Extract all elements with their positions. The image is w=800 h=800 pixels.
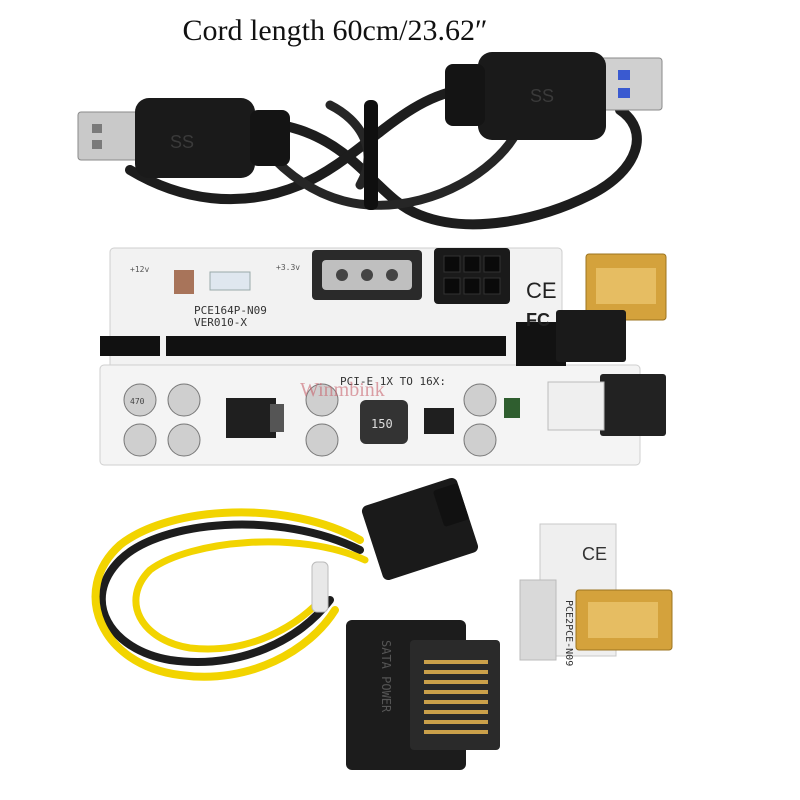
sata-power-connector: SATA POWER	[346, 620, 500, 770]
usb-plug-left: SS	[77, 98, 290, 178]
cable-tie	[364, 100, 378, 210]
v12-label: +12v	[130, 265, 149, 274]
eight-pin-connector	[361, 478, 479, 580]
cord-length-caption: Cord length 60cm/23.62″	[182, 14, 488, 47]
v33-label: +3.3v	[276, 263, 300, 272]
cable-tie-white	[311, 561, 329, 613]
sata-power-label: SATA POWER	[379, 640, 393, 713]
usb-ss-symbol-left: SS	[170, 132, 194, 152]
capacitor-group-middle	[305, 383, 339, 457]
sata-to-6pin-cable	[91, 508, 369, 681]
riser-board: +12v +3.3v PCE164P-N09 VER010-X PCI-E 1X…	[99, 247, 667, 466]
inductor-code: 150	[371, 417, 393, 431]
side-power-connector	[600, 374, 666, 436]
board-fc-mark: FC	[526, 310, 550, 330]
pcie-label: PCI-E 1X TO 16X:	[340, 375, 446, 388]
pcie-x16-slot	[166, 336, 506, 356]
adapter-ce-mark: CE	[582, 544, 607, 564]
power-switch-block	[556, 310, 626, 362]
usb-ss-symbol-right: SS	[530, 86, 554, 106]
controller-ic	[424, 408, 454, 434]
capacitor-group-left: 470	[123, 383, 201, 457]
adapter-model-label: PCE2PCE-N09	[563, 600, 574, 666]
voltage-regulator	[226, 398, 276, 438]
slot-segment-short	[100, 336, 160, 356]
cap-code: 470	[130, 397, 145, 406]
resistor-pack	[174, 270, 194, 294]
usb-plug-right: SS	[445, 52, 663, 140]
inductor	[360, 400, 408, 444]
pcie-adapter-card: CE PCE2PCE-N09	[519, 523, 673, 666]
board-version-label: VER010-X	[194, 316, 247, 329]
watermark: Winmbink	[300, 379, 385, 401]
board-model-label: PCE164P-N09	[194, 304, 267, 317]
board-ce-mark: CE	[526, 278, 557, 303]
capacitor-group-right	[463, 383, 497, 457]
